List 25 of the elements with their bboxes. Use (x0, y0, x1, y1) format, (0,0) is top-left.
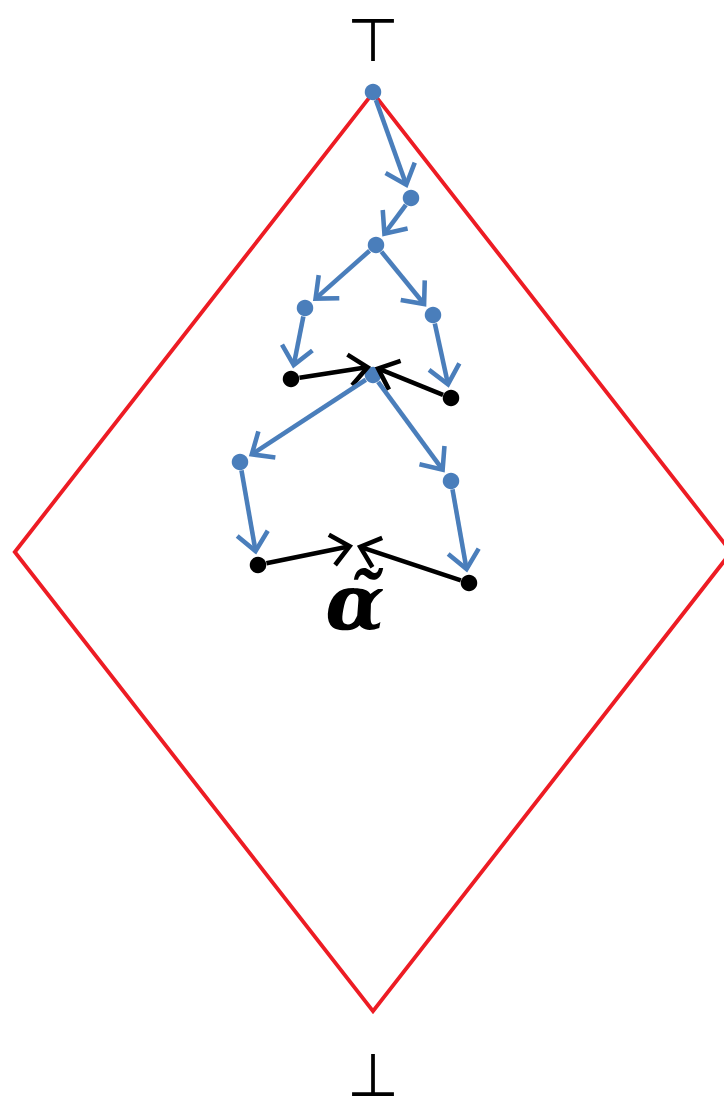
dot (364, 366, 382, 384)
dot (296, 299, 314, 317)
arrow (379, 250, 428, 307)
dot (367, 236, 385, 254)
symbol-label: ⊤ (352, 19, 394, 61)
dot (231, 453, 249, 471)
dot (460, 574, 478, 592)
dot (402, 189, 420, 207)
symbol-label: ⊥ (352, 1054, 394, 1096)
arrow (446, 489, 481, 573)
arrow (235, 470, 270, 555)
dot (282, 370, 300, 388)
arrow (265, 532, 354, 567)
dot (442, 472, 460, 490)
dot (249, 556, 267, 574)
arrow (376, 380, 447, 473)
dot (442, 389, 460, 407)
arrow (248, 377, 368, 460)
arrow (299, 352, 372, 387)
arrow (374, 358, 444, 397)
math-label: α̃ (327, 567, 384, 631)
arrow (356, 535, 462, 583)
dot (424, 306, 442, 324)
dot (364, 83, 382, 101)
arrow (312, 249, 372, 301)
